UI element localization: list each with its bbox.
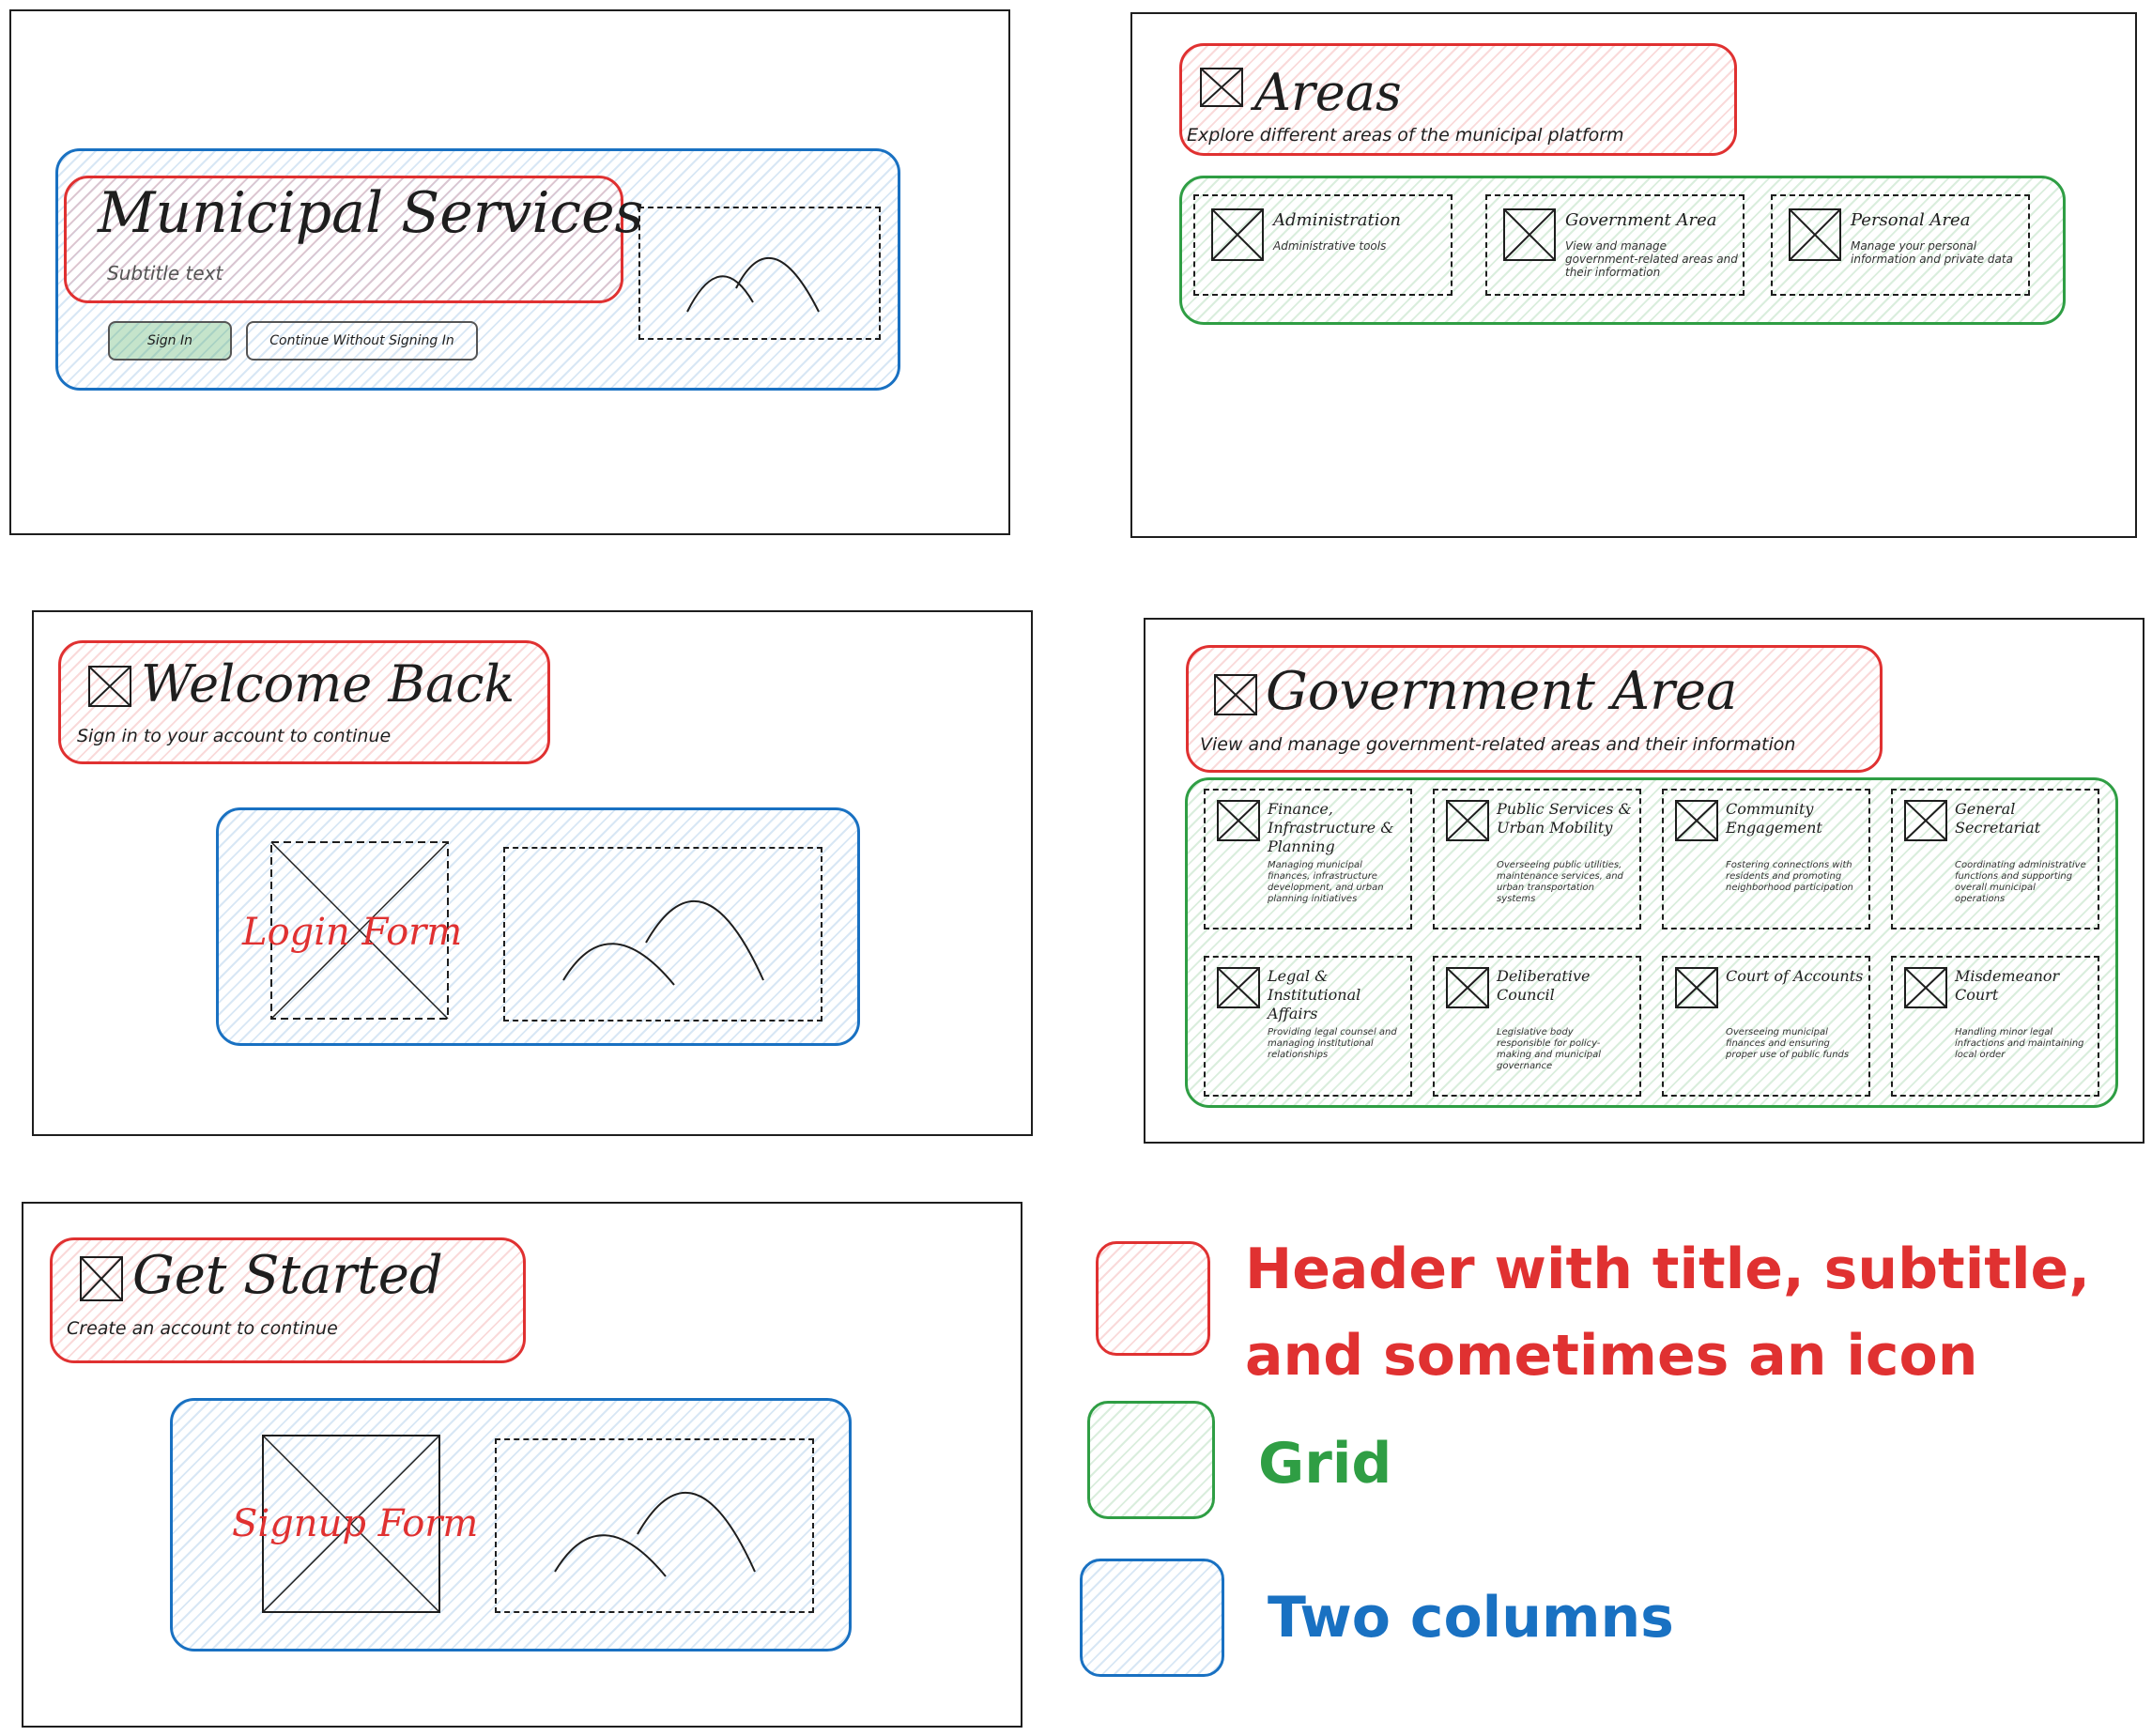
header-box — [50, 1237, 526, 1363]
two-column-container — [55, 148, 900, 391]
card-description: Administrative tools — [1273, 239, 1387, 253]
image-icon — [1214, 674, 1257, 715]
image-icon — [1211, 208, 1264, 261]
card-description: Handling minor legal infractions and mai… — [1955, 1027, 2084, 1060]
grid-card[interactable] — [1485, 194, 1745, 296]
image-placeholder — [495, 1438, 814, 1613]
image-icon — [1789, 208, 1841, 261]
card-description: Providing legal counsel and managing ins… — [1268, 1027, 1397, 1060]
image-icon — [1200, 68, 1243, 107]
grid-card[interactable] — [1771, 194, 2030, 296]
header-box — [58, 640, 550, 764]
header-box — [1179, 43, 1737, 156]
grid-card[interactable] — [1204, 956, 1412, 1097]
card-description: Coordinating administrative functions an… — [1955, 860, 2086, 904]
page-subtitle: Subtitle text — [107, 262, 223, 284]
image-icon — [88, 666, 131, 707]
image-icon — [1904, 967, 1947, 1008]
card-description: Fostering connections with residents and… — [1726, 860, 1853, 893]
page-subtitle: Sign in to your account to continue — [77, 726, 392, 746]
login-form-label: Login Form — [242, 911, 463, 954]
image-icon — [1217, 967, 1260, 1008]
grid-card[interactable] — [1662, 956, 1870, 1097]
card-title: Government Area — [1565, 210, 1717, 230]
header-box — [1186, 645, 1883, 773]
legend-grid-swatch — [1087, 1401, 1215, 1519]
card-description: Overseeing municipal finances and ensuri… — [1726, 1027, 1850, 1060]
grid-card[interactable] — [1662, 789, 1870, 929]
image-icon — [80, 1256, 123, 1301]
legend-header-swatch — [1096, 1241, 1210, 1356]
image-placeholder — [503, 847, 822, 1022]
image-placeholder — [638, 207, 881, 340]
two-column-container — [170, 1398, 852, 1652]
card-title: Personal Area — [1851, 210, 1971, 230]
grid-card[interactable] — [1891, 789, 2099, 929]
legend-header-label: Header with title, subtitle, and sometim… — [1245, 1237, 2091, 1389]
legend-two-columns-label: Two columns — [1268, 1585, 1674, 1651]
card-description: Legislative body responsible for policy-… — [1497, 1027, 1602, 1071]
grid-card[interactable] — [1204, 789, 1412, 929]
card-description: Overseeing public utilities, maintenance… — [1497, 860, 1623, 904]
wireframe-municipal-services: Municipal Services Subtitle text Sign In… — [9, 9, 1010, 535]
card-title: Community Engagement — [1726, 800, 1822, 837]
card-title: Legal & Institutional Affairs — [1268, 967, 1361, 1022]
image-placeholder-icon — [554, 1491, 756, 1577]
page-title: Municipal Services — [98, 180, 644, 246]
card-description: Manage your personal information and pri… — [1851, 239, 2013, 266]
grid-card[interactable] — [1433, 789, 1641, 929]
page-subtitle: Create an account to continue — [67, 1318, 338, 1339]
grid-card[interactable] — [1433, 956, 1641, 1097]
grid-container — [1179, 176, 2066, 325]
grid-card[interactable] — [1891, 956, 2099, 1097]
page-title: Government Area — [1266, 661, 1738, 722]
signup-form-label: Signup Form — [232, 1502, 479, 1545]
page-title: Get Started — [132, 1245, 443, 1306]
page-subtitle: Explore different areas of the municipal… — [1187, 125, 1624, 146]
card-title: Court of Accounts — [1726, 967, 1864, 985]
image-placeholder-icon — [686, 257, 820, 313]
sign-in-button[interactable]: Sign In — [108, 321, 232, 361]
page-title: Areas — [1254, 63, 1402, 122]
image-icon — [1446, 800, 1489, 841]
grid-card[interactable] — [1193, 194, 1453, 296]
image-icon — [1446, 967, 1489, 1008]
image-icon — [1503, 208, 1556, 261]
wireframe-welcome-back: Welcome Back Sign in to your account to … — [32, 610, 1033, 1136]
card-title: Public Services & Urban Mobility — [1497, 800, 1632, 837]
grid-container — [1185, 777, 2118, 1108]
image-icon — [1675, 967, 1718, 1008]
header-box — [64, 176, 623, 303]
login-form-placeholder[interactable] — [270, 841, 449, 1020]
legend-grid-label: Grid — [1258, 1431, 1392, 1497]
image-icon — [1904, 800, 1947, 841]
wireframe-government-area: Government Area View and manage governme… — [1144, 618, 2144, 1144]
wireframe-get-started: Get Started Create an account to continu… — [22, 1202, 1022, 1728]
card-title: Deliberative Council — [1497, 967, 1591, 1004]
card-title: General Secretariat — [1955, 800, 2041, 837]
image-placeholder-icon — [562, 899, 764, 986]
page-title: Welcome Back — [141, 654, 515, 714]
legend-two-columns-swatch — [1080, 1559, 1224, 1677]
card-title: Administration — [1273, 210, 1401, 230]
card-description: Managing municipal finances, infrastruct… — [1268, 860, 1384, 904]
card-title: Finance, Infrastructure & Planning — [1268, 800, 1394, 855]
image-icon — [1217, 800, 1260, 841]
signup-form-placeholder[interactable] — [262, 1435, 440, 1613]
image-icon — [1675, 800, 1718, 841]
card-description: View and manage government-related areas… — [1565, 239, 1738, 279]
card-title: Misdemeanor Court — [1955, 967, 2060, 1004]
page-subtitle: View and manage government-related areas… — [1200, 734, 1796, 755]
continue-without-signing-in-button[interactable]: Continue Without Signing In — [246, 321, 478, 361]
wireframe-areas: Areas Explore different areas of the mun… — [1130, 12, 2137, 538]
